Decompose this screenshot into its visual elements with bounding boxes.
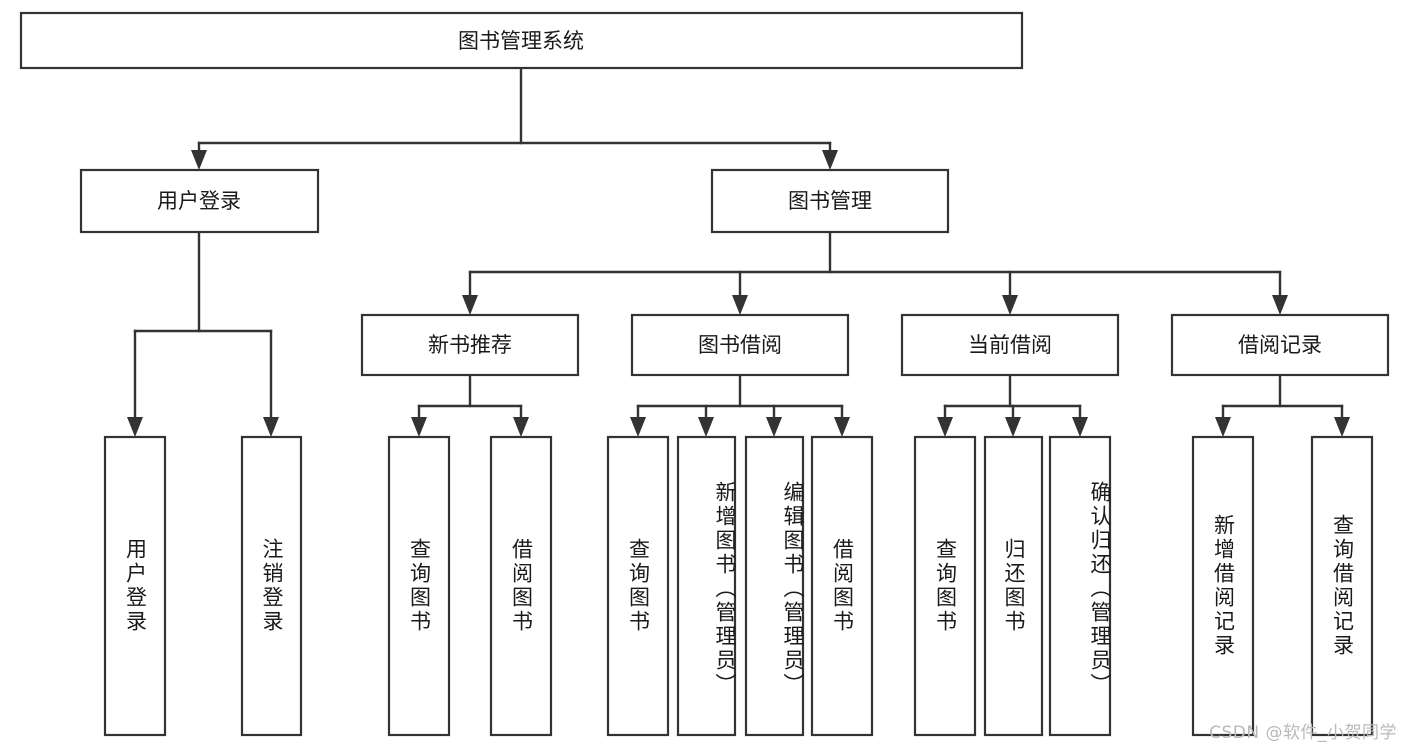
arrow-head-leaf-user-login-2: [263, 417, 279, 437]
node-user-login[interactable]: 用户登录: [79, 168, 320, 234]
arrow-head-leaf-current-borrow-3: [1072, 417, 1088, 437]
leaf-box-group: [103, 435, 1374, 737]
leaf-box-book-borrow-1[interactable]: [606, 435, 670, 737]
arrow-head-leaf-new-book-2: [513, 417, 529, 437]
node-new-book-recommend[interactable]: 新书推荐: [360, 313, 580, 377]
node-borrow-record-label: 借阅记录: [1238, 333, 1322, 357]
arrow-head-borrow-record: [1272, 295, 1288, 315]
arrow-head-book-borrow: [732, 295, 748, 315]
arrow-head-new-book: [462, 295, 478, 315]
node-book-manage-label: 图书管理: [788, 189, 872, 213]
arrow-head-leaf-current-borrow-2: [1005, 417, 1021, 437]
arrow-head-leaf-current-borrow-1: [937, 417, 953, 437]
leaf-box-book-borrow-2[interactable]: [676, 435, 737, 737]
node-root-box[interactable]: [19, 11, 1024, 70]
leaf-box-current-borrow-2[interactable]: [983, 435, 1044, 737]
leaf-box-book-borrow-4[interactable]: [810, 435, 874, 737]
connector-group-current-borrow: [937, 373, 1088, 437]
node-book-borrow-box[interactable]: [630, 313, 850, 377]
connector-group-borrow-record: [1215, 373, 1350, 437]
node-book-borrow-label: 图书借阅: [698, 333, 782, 357]
leaf-box-current-borrow-3[interactable]: [1048, 435, 1112, 737]
node-user-login-label: 用户登录: [157, 189, 241, 213]
node-borrow-record-box[interactable]: [1170, 313, 1390, 377]
node-root-label: 图书管理系统: [458, 29, 584, 53]
arrow-head-leaf-book-borrow-1: [630, 417, 646, 437]
node-book-manage-box[interactable]: [710, 168, 950, 234]
leaf-box-book-borrow-3[interactable]: [744, 435, 805, 737]
node-book-manage[interactable]: 图书管理: [710, 168, 950, 234]
leaf-box-new-book-1[interactable]: [387, 435, 451, 737]
arrow-head-book-manage: [822, 150, 838, 170]
leaf-box-borrow-record-2[interactable]: [1310, 435, 1374, 737]
arrow-head-leaf-book-borrow-4: [834, 417, 850, 437]
connector-group-root: [191, 66, 838, 170]
connector-group-book-borrow: [630, 373, 850, 437]
node-current-borrow-box[interactable]: [900, 313, 1120, 377]
node-new-book-recommend-box[interactable]: [360, 313, 580, 377]
arrow-head-current-borrow: [1002, 295, 1018, 315]
node-root[interactable]: 图书管理系统: [19, 11, 1024, 70]
arrow-head-leaf-borrow-record-1: [1215, 417, 1231, 437]
node-borrow-record[interactable]: 借阅记录: [1170, 313, 1390, 377]
csdn-watermark: CSDN @软件_小贺同学: [1209, 723, 1397, 743]
node-current-borrow-label: 当前借阅: [968, 333, 1052, 357]
node-current-borrow[interactable]: 当前借阅: [900, 313, 1120, 377]
leaf-box-user-login-2[interactable]: [240, 435, 303, 737]
leaf-box-new-book-2[interactable]: [489, 435, 553, 737]
node-book-borrow[interactable]: 图书借阅: [630, 313, 850, 377]
connector-group-user-login: [127, 230, 279, 437]
leaf-box-current-borrow-1[interactable]: [913, 435, 977, 737]
connector-group-new-book: [411, 373, 529, 437]
arrow-head-leaf-user-login-1: [127, 417, 143, 437]
node-new-book-recommend-label: 新书推荐: [428, 333, 512, 357]
connector-group-book-manage: [462, 230, 1288, 315]
leaf-box-borrow-record-1[interactable]: [1191, 435, 1255, 737]
leaf-box-user-login-1[interactable]: [103, 435, 167, 737]
arrow-head-user-login: [191, 150, 207, 170]
arrow-head-leaf-borrow-record-2: [1334, 417, 1350, 437]
arrow-head-leaf-book-borrow-2: [698, 417, 714, 437]
node-user-login-box[interactable]: [79, 168, 320, 234]
arrow-head-leaf-book-borrow-3: [766, 417, 782, 437]
arrow-head-leaf-new-book-1: [411, 417, 427, 437]
